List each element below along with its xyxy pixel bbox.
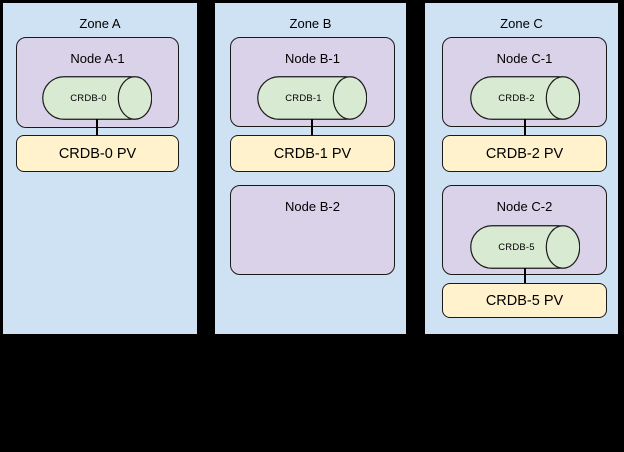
pod-crdb-0: CRDB-0 (42, 76, 152, 120)
pv-crdb-2: CRDB-2 PV (442, 135, 607, 172)
zone-a-title: Zone A (79, 16, 121, 31)
pv-crdb-1-label: CRDB-1 PV (273, 145, 352, 162)
node-a-1-title: Node A-1 (70, 51, 125, 66)
node-b-2-title: Node B-2 (285, 199, 340, 214)
zone-c-title: Zone C (500, 16, 543, 31)
pv-crdb-1: CRDB-1 PV (230, 135, 395, 172)
node-b-2-box (230, 185, 395, 275)
connector-crdb-2-to-pv (524, 119, 526, 136)
connector-crdb-5-to-pv (524, 268, 526, 284)
pod-crdb-1-label: CRDB-1 (285, 92, 322, 104)
pod-crdb-2-label: CRDB-2 (498, 92, 535, 104)
pod-crdb-0-label: CRDB-0 (70, 92, 107, 104)
pod-crdb-5: CRDB-5 (470, 225, 580, 269)
cylinder-icon (257, 76, 367, 120)
node-c-2-title: Node C-2 (496, 199, 553, 214)
pod-crdb-1: CRDB-1 (257, 76, 367, 120)
pv-crdb-0-label: CRDB-0 PV (58, 145, 137, 162)
pod-crdb-5-label: CRDB-5 (498, 241, 535, 253)
connector-crdb-0-to-pv (96, 119, 98, 136)
pv-crdb-5-label: CRDB-5 PV (485, 292, 564, 309)
pv-crdb-5: CRDB-5 PV (442, 283, 607, 318)
zone-b-title: Zone B (289, 16, 332, 31)
cylinder-icon (42, 76, 152, 120)
node-b-1-title: Node B-1 (285, 51, 340, 66)
cylinder-icon (470, 225, 580, 269)
node-c-1-title: Node C-1 (496, 51, 553, 66)
cylinder-icon (470, 76, 580, 120)
connector-crdb-1-to-pv (311, 119, 313, 136)
pod-crdb-2: CRDB-2 (470, 76, 580, 120)
pv-crdb-2-label: CRDB-2 PV (485, 145, 564, 162)
pv-crdb-0: CRDB-0 PV (16, 135, 179, 172)
